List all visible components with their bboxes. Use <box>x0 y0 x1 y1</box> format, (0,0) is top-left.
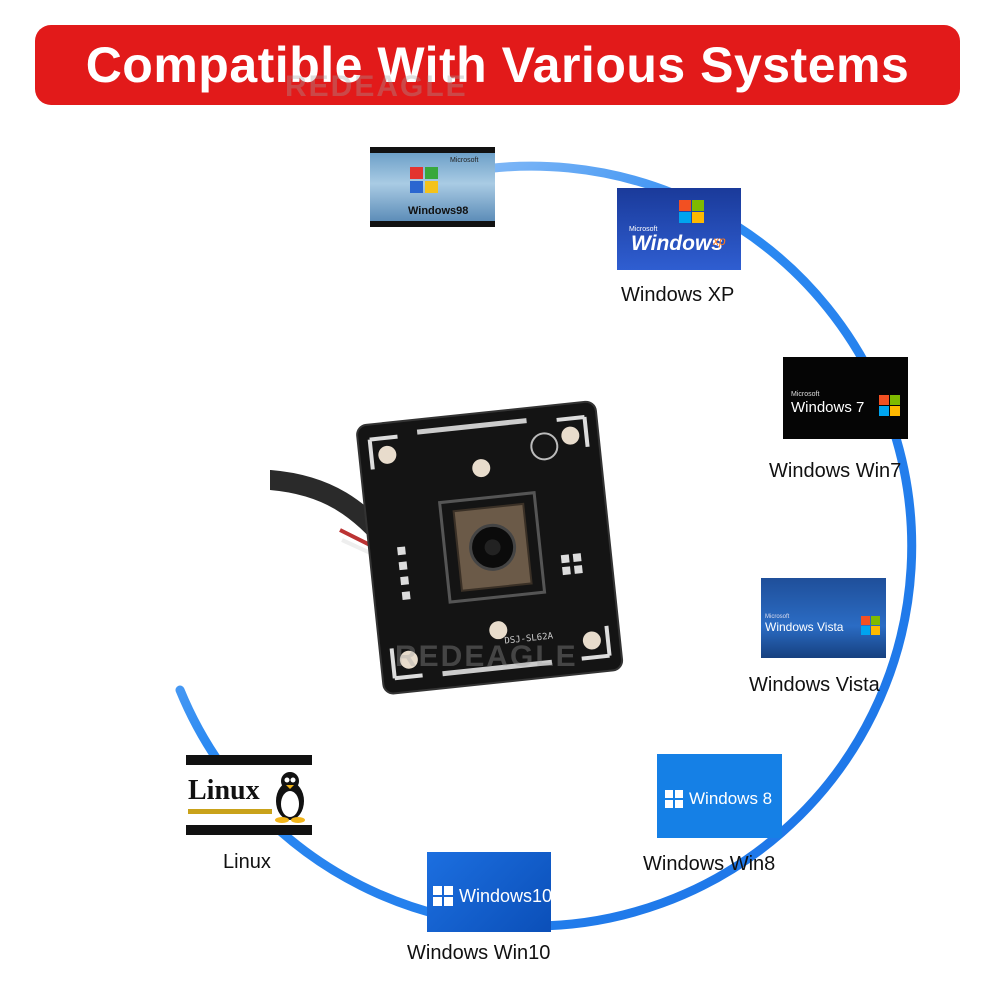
win7-brand: Microsoft <box>791 391 820 398</box>
watermark-top: REDEAGLE <box>285 70 468 103</box>
windows-flag-icon <box>861 616 881 636</box>
windows-flag-icon <box>410 167 440 195</box>
title-banner: Compatible With Various Systems <box>35 25 960 105</box>
win98-logo: Microsoft Windows98 <box>370 147 495 227</box>
windows-tile-icon <box>665 790 683 808</box>
windows-tile-icon <box>433 886 453 906</box>
caption-linux: Linux <box>223 851 271 873</box>
winxp-suffix: xp <box>713 234 726 248</box>
win98-brand: Microsoft <box>450 157 479 164</box>
linux-text: Linux <box>188 775 260 806</box>
win10-text: Windows10 <box>459 886 551 906</box>
winxp-logo: Microsoft Windows xp <box>617 188 741 270</box>
caption-vista: Windows Vista <box>749 674 880 696</box>
tux-penguin-icon <box>275 772 305 823</box>
caption-win8: Windows Win8 <box>643 853 776 875</box>
win8-logo: Windows 8 <box>657 754 782 838</box>
caption-win7: Windows Win7 <box>769 460 902 482</box>
caption-win10: Windows Win10 <box>407 942 551 964</box>
windows-flag-icon <box>879 395 901 417</box>
banner-title: Compatible With Various Systems <box>85 37 910 93</box>
win7-text: Windows 7 <box>791 399 865 416</box>
winxp-brand: Microsoft <box>629 226 658 233</box>
vista-text: Windows Vista <box>765 620 844 634</box>
windows-flag-icon <box>679 200 705 224</box>
win8-text: Windows 8 <box>689 789 773 808</box>
linux-logo: Linux <box>186 755 312 835</box>
camera-module-illustration: DSJ-SL62A <box>270 400 624 695</box>
caption-winxp: Windows XP <box>621 284 735 306</box>
win10-logo: Windows10 <box>427 852 551 932</box>
win7-logo: Microsoft Windows 7 <box>783 357 908 439</box>
vista-logo: Microsoft Windows Vista <box>761 578 886 658</box>
win98-text: Windows98 <box>408 205 469 217</box>
winxp-text: Windows <box>631 232 723 255</box>
watermark-mid: REDEAGLE <box>395 640 578 673</box>
vista-brand: Microsoft <box>765 614 790 620</box>
